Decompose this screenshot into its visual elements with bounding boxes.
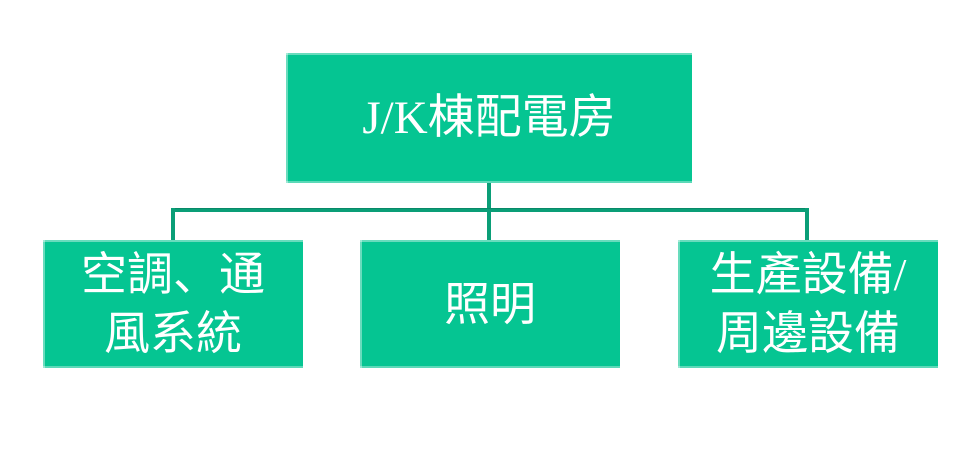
root-node-label: J/K棟配電房 — [362, 92, 616, 144]
root-node-jk-distribution-room: J/K棟配電房 — [286, 53, 692, 183]
connector-drop-right — [805, 208, 809, 240]
child-node-label-line: 風系統 — [104, 308, 242, 359]
child-node-label-line: 照明 — [444, 278, 536, 330]
child-node-label-line: 生產設備/ — [709, 249, 907, 300]
child-node-production-peripheral-equipment: 生產設備/ 周邊設備 — [678, 240, 938, 368]
child-node-label-line: 周邊設備 — [716, 308, 900, 359]
connector-horizontal-rail — [171, 208, 809, 212]
connector-drop-left — [171, 208, 175, 240]
child-node-label-line: 空調、通 — [81, 249, 265, 300]
child-node-hvac-ventilation: 空調、通 風系統 — [43, 240, 303, 368]
child-node-lighting: 照明 — [360, 240, 620, 368]
